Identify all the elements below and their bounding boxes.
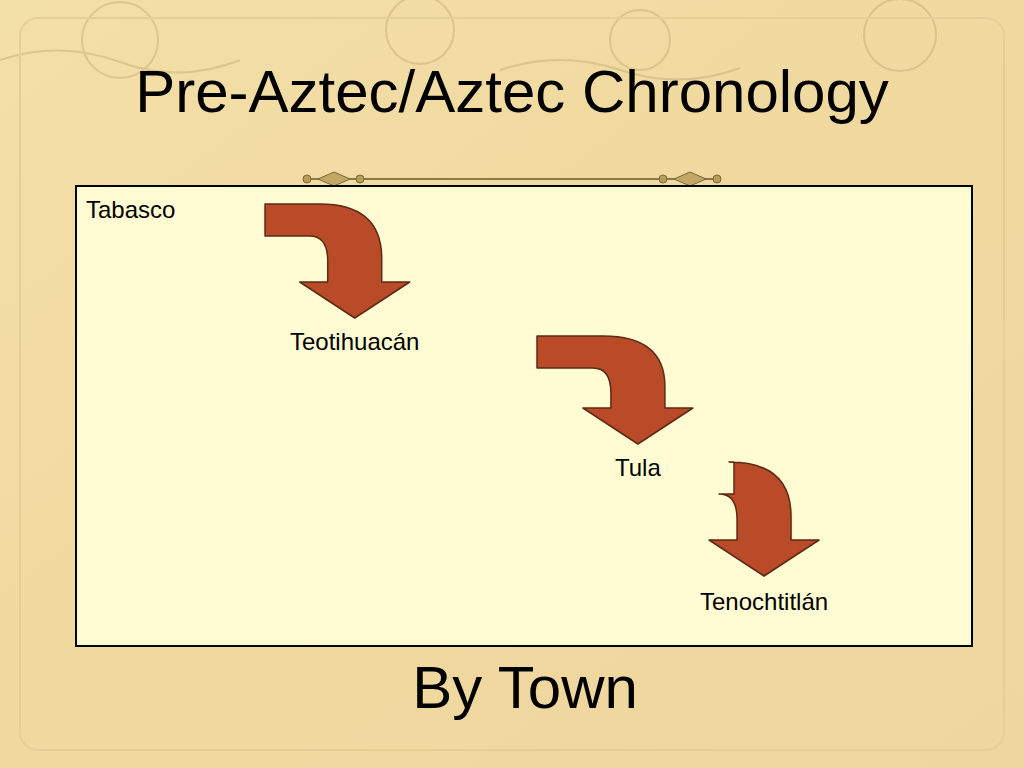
curved-arrow xyxy=(537,336,693,444)
curved-arrow xyxy=(265,204,410,318)
town-name: Tenochtitlán xyxy=(700,588,828,616)
place-label: Tenochtitlán xyxy=(700,576,900,616)
town-name: Tula xyxy=(615,454,661,482)
slide-caption: By Town xyxy=(0,652,1024,724)
ornament-rule xyxy=(303,172,721,186)
place-label: Tula xyxy=(615,444,734,482)
town-name: Tabasco xyxy=(86,196,175,224)
slide-title: Pre-Aztec/Aztec Chronology xyxy=(0,56,1024,128)
curved-arrow xyxy=(709,462,819,576)
town-name: Teotihuacán xyxy=(290,328,419,356)
page-frame xyxy=(20,18,1004,750)
place-label: Tabasco xyxy=(86,196,265,224)
content-frame xyxy=(76,186,972,646)
place-label: Teotihuacán xyxy=(290,318,537,356)
